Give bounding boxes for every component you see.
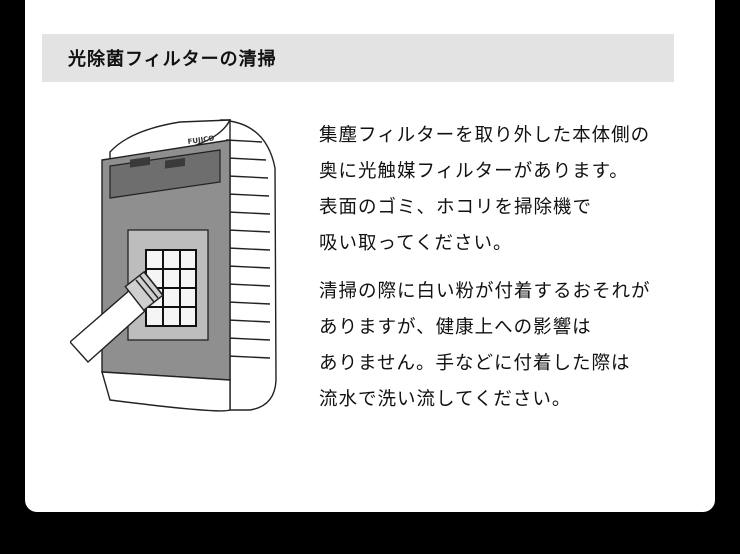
button-slot [130,156,150,168]
instruction-text: 集塵フィルターを取り外した本体側の 奥に光触媒フィルターがあります。 表面のゴミ… [319,118,709,418]
text-line: 流水で洗い流してください。 [319,389,572,410]
section-header: 光除菌フィルターの清掃 [42,34,674,82]
purifier-side-fins [219,119,277,411]
text-line: 奥に光触媒フィルターがあります。 [319,161,629,182]
text-line: 集塵フィルターを取り外した本体側の [319,125,651,146]
brand-logo: FUJICO [187,134,215,146]
air-purifier-filter-cleaning-illustration: FUJICO [70,119,277,412]
button-slot [165,157,185,169]
instruction-paragraph-2: 清掃の際に白い粉が付着するおそれが ありますが、健康上への影響は ありません。手… [319,274,709,418]
text-line: 表面のゴミ、ホコリを掃除機で [319,197,593,218]
text-line: ありますが、健康上への影響は [319,317,592,338]
purifier-base [101,371,231,412]
section-title: 光除菌フィルターの清掃 [68,49,277,70]
text-line: ありません。手などに付着した際は [319,353,631,374]
instruction-paragraph-1: 集塵フィルターを取り外した本体側の 奥に光触媒フィルターがあります。 表面のゴミ… [319,118,709,262]
vacuum-nozzle [70,270,164,363]
text-line: 清掃の際に白い粉が付着するおそれが [319,281,651,302]
text-line: 吸い取ってください。 [319,233,513,254]
